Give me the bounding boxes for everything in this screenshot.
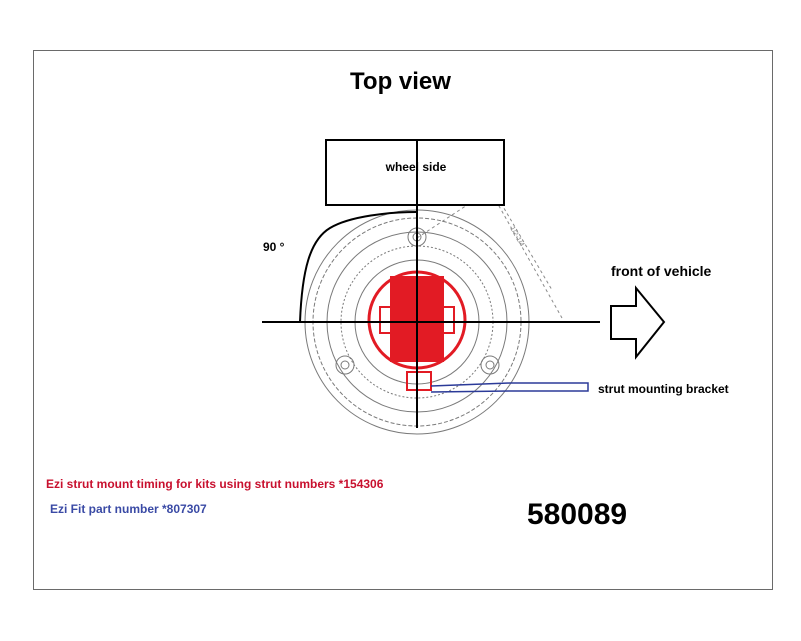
bolt-hole-right <box>480 355 500 375</box>
wheel-side-label: wheel side <box>385 160 447 174</box>
part-code: 580089 <box>527 498 628 531</box>
dimension-text: 1/2-1/4 <box>508 226 525 248</box>
diagram-frame <box>33 50 773 590</box>
bracket-pointer <box>430 382 589 393</box>
front-of-vehicle-label: front of vehicle <box>611 263 712 279</box>
part-number-note: Ezi Fit part number *807307 <box>50 502 207 516</box>
crosshair <box>262 140 600 428</box>
wheel-side-box <box>325 139 505 206</box>
angle-arc <box>299 211 418 323</box>
front-arrow <box>610 285 666 360</box>
bolt-hole-left <box>335 355 355 375</box>
angle-label: 90 ° <box>263 240 285 254</box>
timing-note: Ezi strut mount timing for kits using st… <box>46 477 384 491</box>
strut-bracket-label: strut mounting bracket <box>598 382 729 396</box>
diagram-title: Top view <box>350 68 451 95</box>
